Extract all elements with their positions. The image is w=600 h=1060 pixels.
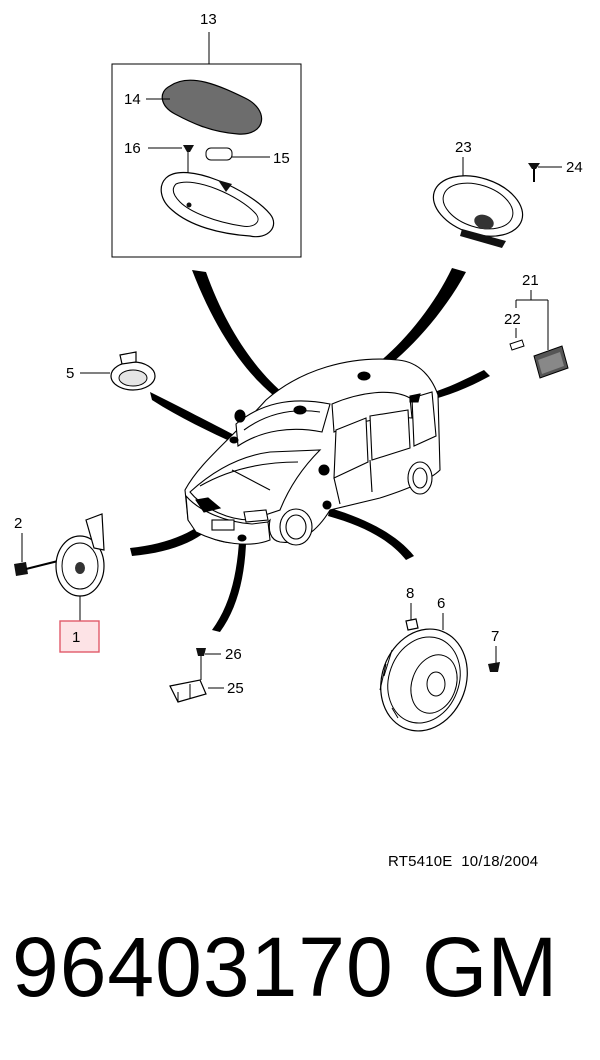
callout-8: 8: [406, 585, 414, 602]
lamp-lens: [161, 79, 262, 135]
courtesy-lamp-group: 21 22: [504, 272, 569, 379]
callout-14: 14: [124, 91, 141, 108]
tweeter-group: 5: [66, 351, 156, 391]
callout-5: 5: [66, 365, 74, 382]
door-speaker-group: 8 6 7: [379, 585, 500, 732]
bulb-15: [205, 147, 233, 161]
screw-7: [488, 662, 500, 672]
callout-7: 7: [491, 628, 499, 645]
bolt-2: [14, 562, 28, 576]
callout-24: 24: [566, 159, 583, 176]
screw-26: [196, 648, 206, 656]
callout-6: 6: [437, 595, 445, 612]
screw-24: [528, 163, 540, 169]
screw-16: [183, 145, 194, 152]
drawing-code-text: RT5410E: [388, 853, 453, 870]
brand-name: GM: [422, 920, 558, 1014]
callout-21: 21: [522, 272, 539, 289]
part-number: 96403170: [12, 920, 394, 1014]
horn-group: 2 1: [14, 513, 105, 653]
callout-25: 25: [227, 680, 244, 697]
lamp-housing: [160, 172, 275, 238]
bracket-25: [169, 679, 207, 703]
car-illustration: [184, 358, 441, 546]
callout-23: 23: [455, 139, 472, 156]
callout-13: 13: [200, 11, 217, 28]
callout-22: 22: [504, 311, 521, 328]
drawing-date: 10/18/2004: [461, 853, 539, 870]
callout-26: 26: [225, 646, 242, 663]
dome-lamp-assembly-group: 13 14 16 15: [111, 11, 302, 258]
callout-16: 16: [124, 140, 141, 157]
rear-speaker-group: 23 24: [432, 139, 583, 248]
callout-1-highlight[interactable]: [59, 620, 100, 653]
bulb-22: [509, 339, 525, 351]
callout-2: 2: [14, 515, 22, 532]
callout-1: 1: [72, 629, 80, 646]
callout-15: 15: [273, 150, 290, 167]
drawing-code: RT5410E 10/18/2004: [388, 853, 538, 870]
clip-8: [405, 618, 419, 631]
bracket-group: 26 25: [169, 646, 244, 703]
